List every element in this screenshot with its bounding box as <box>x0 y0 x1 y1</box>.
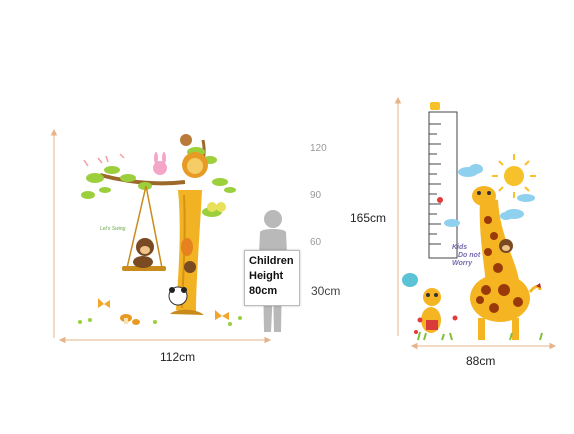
left-width-dimension-line <box>58 336 272 344</box>
right-height-label: 165cm <box>350 211 387 225</box>
bubble-line-3: Worry <box>452 260 473 267</box>
left-width-label: 112cm <box>160 350 196 364</box>
scale-mark-60: 60 <box>310 237 322 248</box>
left-height-dimension-line <box>50 128 58 338</box>
child-height-value: 30cm <box>311 284 341 298</box>
right-width-label: 88cm <box>466 354 496 368</box>
card-line-1: Children <box>249 255 294 267</box>
card-line-3: 80cm <box>249 285 278 297</box>
children-height-card: Children Height 80cm <box>244 250 300 306</box>
right-height-dimension-line <box>394 96 402 336</box>
card-line-2: Height <box>249 270 284 282</box>
swing-sign-text: Let's Swing <box>100 226 126 232</box>
scale-mark-90: 90 <box>310 190 322 201</box>
scale-mark-120: 120 <box>310 143 327 154</box>
bubble-line-2: Do not <box>458 252 481 259</box>
bubble-line-1: Kids <box>452 244 468 251</box>
right-width-dimension-line <box>410 342 557 350</box>
giraffe-illustration <box>402 102 543 341</box>
speech-bubble-text: Kids Do not Worry <box>452 244 480 268</box>
tree-illustration <box>78 134 242 326</box>
